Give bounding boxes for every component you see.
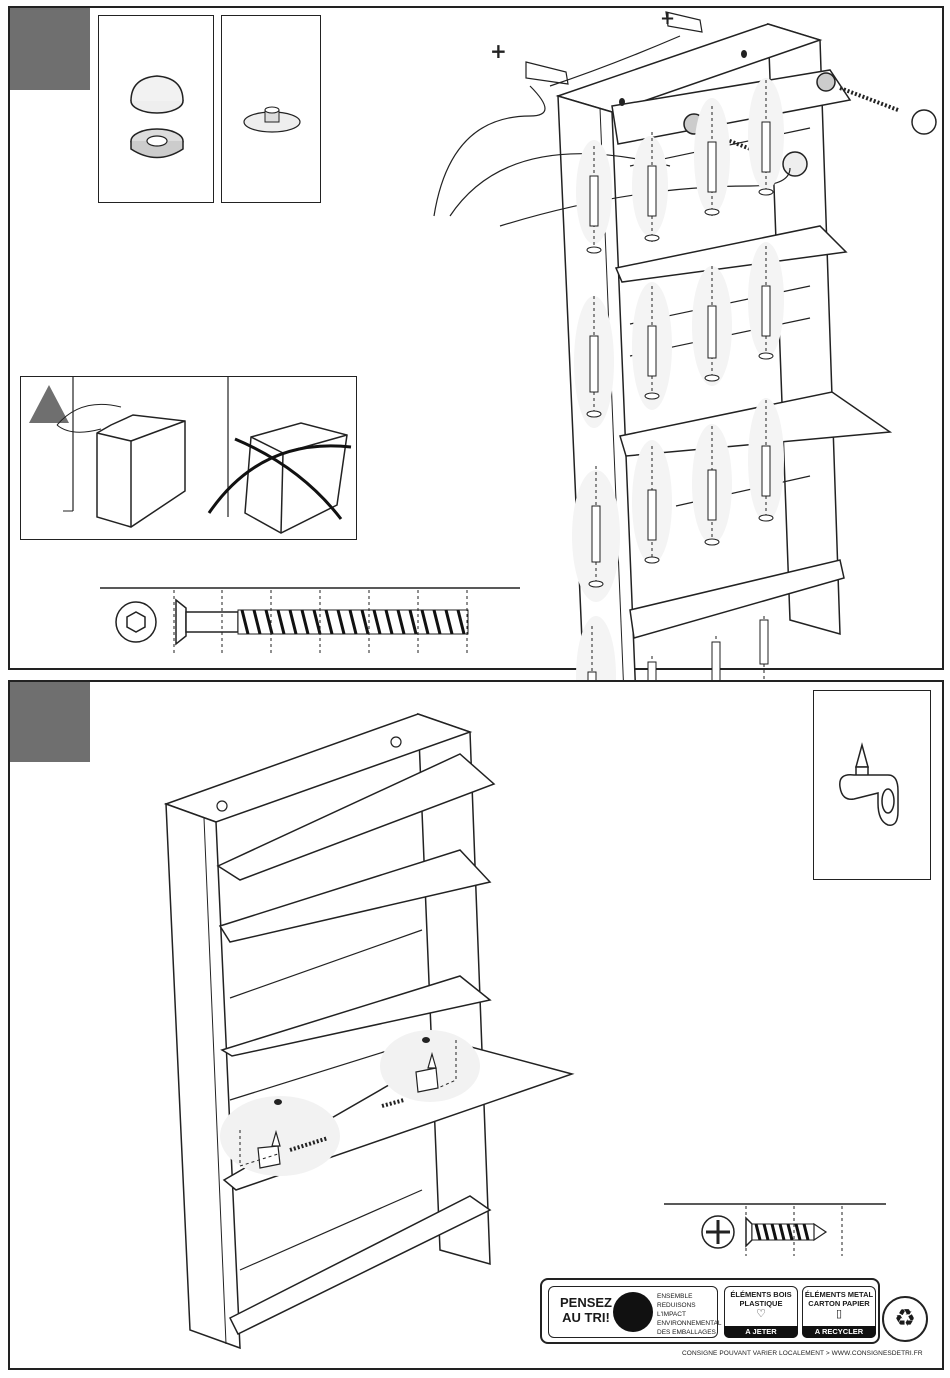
cap-cover-box bbox=[98, 15, 214, 203]
category-metal-carton-papier: ÉLÉMENTS METAL CARTON PAPIER ▯ A RECYCLE… bbox=[802, 1286, 876, 1338]
hex-socket-icon bbox=[116, 602, 156, 642]
svg-text:+: + bbox=[660, 8, 675, 29]
warning-triangle-icon bbox=[29, 385, 69, 423]
bin-icon: ▯ bbox=[803, 1308, 875, 1321]
step2-badge bbox=[10, 682, 90, 762]
recycle-logo-icon bbox=[613, 1292, 653, 1332]
pensez-title: PENSEZ AU TRI! bbox=[555, 1295, 617, 1325]
bookcase-assembled-view bbox=[160, 710, 580, 1350]
bookcase-exploded-view: + + bbox=[430, 6, 910, 746]
shelf-bracket-box bbox=[813, 690, 931, 880]
shelf-bracket-icon bbox=[814, 691, 932, 881]
long-screw-icon bbox=[176, 600, 468, 644]
category-bois-plastique: ÉLÉMENTS BOIS PLASTIQUE ♡ A JETER bbox=[724, 1286, 798, 1338]
warning-inset bbox=[20, 376, 357, 540]
step1-badge bbox=[10, 8, 90, 90]
recycle-note: ENSEMBLE REDUISONS L'IMPACT ENVIRONNEMEN… bbox=[657, 1292, 719, 1337]
svg-text:+: + bbox=[490, 39, 507, 63]
cap-cover-icon bbox=[99, 16, 215, 204]
recycling-band: PENSEZ AU TRI! ENSEMBLE REDUISONS L'IMPA… bbox=[540, 1278, 880, 1344]
triman-icon: ♻ bbox=[882, 1296, 928, 1342]
pensez-au-tri: PENSEZ AU TRI! ENSEMBLE REDUISONS L'IMPA… bbox=[548, 1286, 718, 1338]
phillips-head-icon bbox=[702, 1216, 734, 1248]
consigne-footer: CONSIGNE POUVANT VARIER LOCALEMENT > WWW… bbox=[682, 1350, 923, 1357]
trash-bag-icon: ♡ bbox=[725, 1308, 797, 1321]
washer-icon bbox=[222, 16, 322, 204]
phillips-screw-scale bbox=[660, 1200, 890, 1260]
washer-box bbox=[221, 15, 321, 203]
